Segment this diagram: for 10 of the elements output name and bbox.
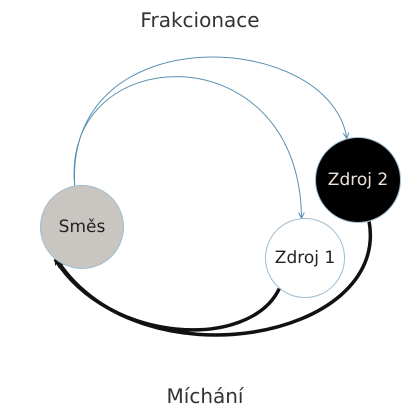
process-label: Míchání [166,384,244,408]
arrow [74,56,348,186]
node-label: Směs [58,217,106,237]
node-label: Zdroj 1 [274,248,336,268]
circle-node [265,218,345,298]
process-label: Frakcionace [140,8,260,32]
node-label: Zdroj 2 [328,170,388,190]
arrow [54,258,281,332]
arrow [74,76,304,219]
arrow [56,222,371,337]
